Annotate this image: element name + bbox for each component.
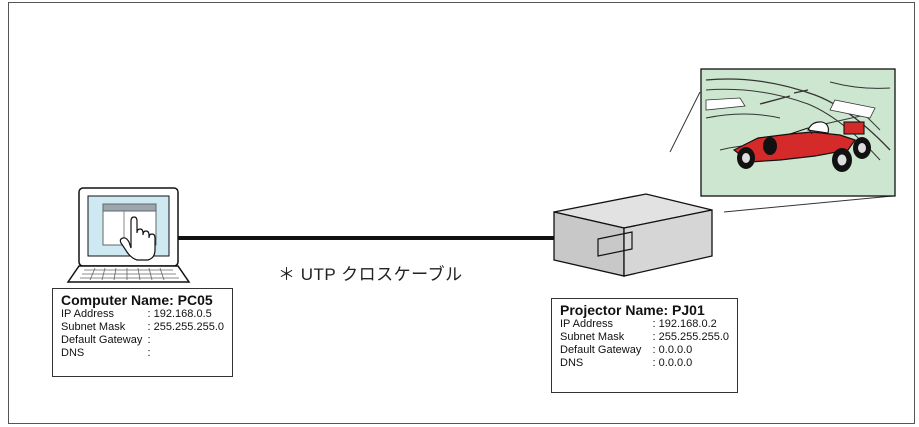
computer-name: Computer Name: PC05 [61, 292, 213, 308]
projector-settings-table: IP Address : 192.168.0.2 Subnet Mask : 255… [560, 318, 729, 370]
setting-value: : 0.0.0.0 [652, 344, 693, 356]
projector-name: Projector Name: PJ01 [560, 302, 705, 318]
setting-key: IP Address [61, 308, 114, 320]
projector-icon [553, 193, 713, 277]
computer-settings-table: IP Address : 192.168.0.5 Subnet Mask : 255… [61, 308, 224, 360]
setting-value: : [147, 347, 151, 359]
hand-pointer-icon [119, 216, 156, 261]
cable-label: ＊ UTP クロスケーブル [278, 265, 463, 284]
setting-value: : 0.0.0.0 [652, 357, 693, 369]
setting-value: : 192.168.0.5 [147, 308, 212, 320]
setting-key: Subnet Mask [560, 331, 625, 343]
table-row: DNS: [61, 347, 224, 360]
table-row: IP Address : 192.168.0.2 [560, 318, 729, 331]
setting-key: Default Gateway [61, 334, 143, 346]
setting-key: Default Gateway [560, 344, 642, 356]
projected-image [700, 68, 896, 197]
table-row: IP Address : 192.168.0.5 [61, 308, 224, 321]
table-row: Subnet Mask : 255.255.255.0 [560, 331, 729, 344]
table-row: Default Gateway : 0.0.0.0 [560, 344, 729, 357]
projection-line-lower [723, 195, 894, 213]
table-row: Default Gateway: [61, 334, 224, 347]
setting-key: DNS [560, 357, 584, 369]
setting-value: : [147, 334, 151, 346]
setting-key: Subnet Mask [61, 321, 126, 333]
setting-key: DNS [61, 347, 85, 359]
setting-value: : 255.255.255.0 [147, 321, 224, 333]
setting-value: : 255.255.255.0 [652, 331, 729, 343]
projector-info-box: Projector Name: PJ01 IP Address : 192.168… [551, 298, 738, 393]
race-car-icon [732, 121, 871, 172]
table-row: DNS : 0.0.0.0 [560, 357, 729, 370]
setting-value: : 192.168.0.2 [652, 318, 717, 330]
computer-info-box: Computer Name: PC05 IP Address : 192.168.… [52, 288, 233, 377]
laptop-icon [66, 187, 191, 283]
projection-line-upper [669, 91, 701, 153]
table-row: Subnet Mask : 255.255.255.0 [61, 321, 224, 334]
setting-key: IP Address [560, 318, 613, 330]
